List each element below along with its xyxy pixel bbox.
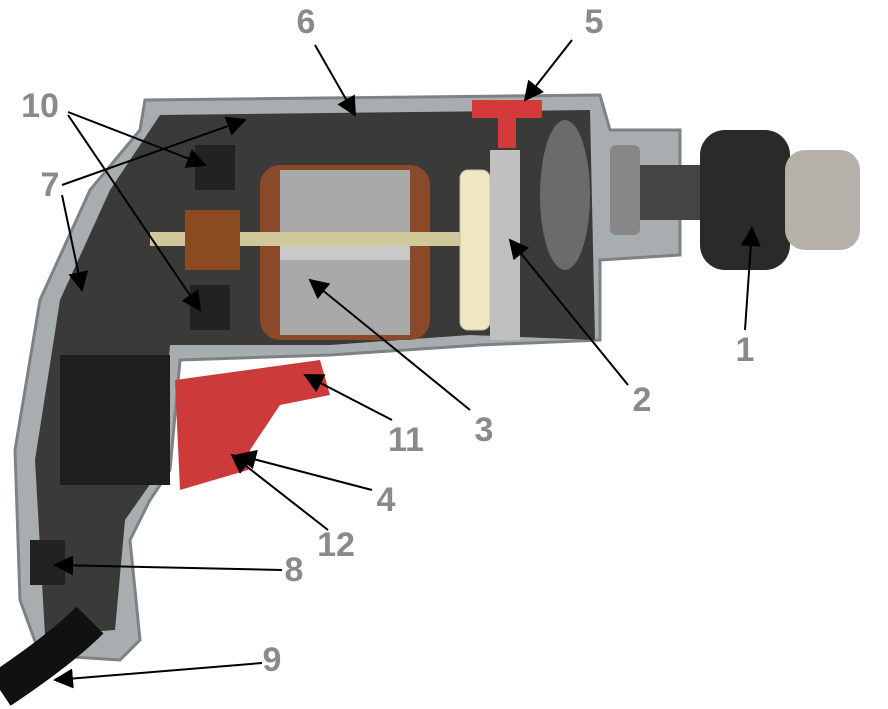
reverse-switch [472, 100, 542, 118]
label-6: 6 [296, 3, 316, 41]
label-1: 1 [735, 331, 755, 369]
fan [459, 169, 491, 331]
label-3: 3 [474, 411, 494, 449]
label-5: 5 [584, 3, 604, 41]
chuck [700, 130, 790, 270]
label-7: 7 [40, 166, 60, 204]
power-cable [0, 606, 104, 706]
label-12: 12 [317, 526, 355, 564]
gear-plate [490, 150, 520, 340]
arrow-6 [314, 44, 356, 117]
arrow-3 [308, 278, 471, 411]
arrow-2 [508, 238, 629, 386]
arrow-9 [53, 662, 263, 689]
label-11: 11 [388, 421, 424, 459]
arrow-7a [61, 116, 247, 186]
arrow-11 [303, 374, 393, 421]
arrow-1 [740, 226, 761, 331]
commutator [185, 210, 240, 270]
label-4: 4 [376, 481, 396, 519]
trigger [175, 360, 330, 490]
arrow-5 [523, 39, 573, 102]
label-10: 10 [21, 87, 59, 125]
capacitor [30, 540, 65, 585]
gear [540, 120, 590, 270]
brush-bottom [190, 285, 230, 330]
arrow-8 [53, 555, 283, 576]
arrow-10a [67, 111, 207, 168]
arrow-4 [236, 449, 373, 491]
label-8: 8 [284, 551, 304, 589]
arrow-7b [61, 194, 89, 292]
label-9: 9 [262, 641, 282, 679]
arrow-12 [230, 453, 329, 531]
label-2: 2 [632, 381, 652, 419]
switch-block [60, 355, 170, 485]
arrow-10b [67, 114, 202, 312]
brush-top [195, 145, 235, 190]
